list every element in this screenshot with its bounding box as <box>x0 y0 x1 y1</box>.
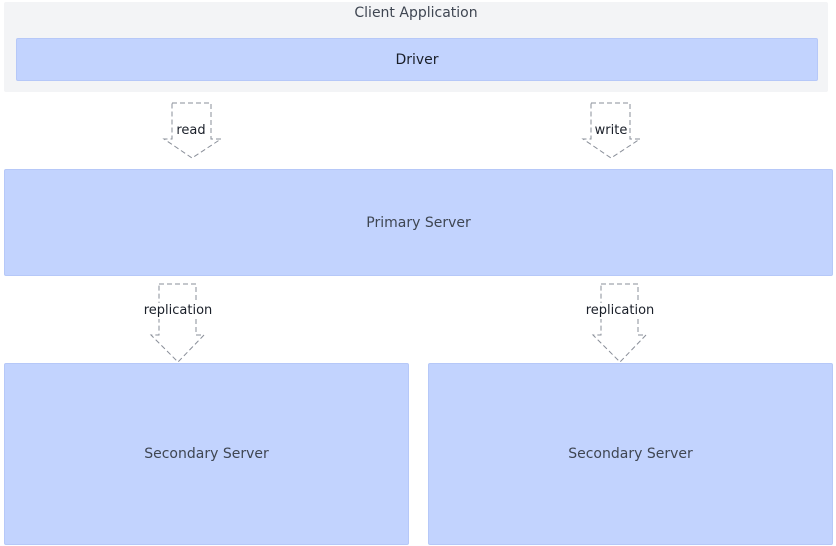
driver-node[interactable]: Driver <box>16 38 818 81</box>
primary-server-node[interactable]: Primary Server <box>4 169 833 276</box>
replication-arrow-right <box>591 283 648 363</box>
secondary-server-left-node[interactable]: Secondary Server <box>4 363 409 545</box>
secondary-server-left-label: Secondary Server <box>144 446 269 462</box>
driver-label: Driver <box>395 51 439 68</box>
read-label: read <box>175 123 207 139</box>
read-arrow <box>162 102 223 159</box>
secondary-server-right-node[interactable]: Secondary Server <box>428 363 833 545</box>
write-arrow <box>581 102 642 159</box>
write-label: write <box>593 123 629 139</box>
client-application-title: Client Application <box>354 5 478 21</box>
replication-arrow-left <box>149 283 206 363</box>
replication-right-label: replication <box>584 303 656 319</box>
primary-server-label: Primary Server <box>366 214 471 231</box>
replication-left-label: replication <box>142 303 214 319</box>
secondary-server-right-label: Secondary Server <box>568 446 693 462</box>
